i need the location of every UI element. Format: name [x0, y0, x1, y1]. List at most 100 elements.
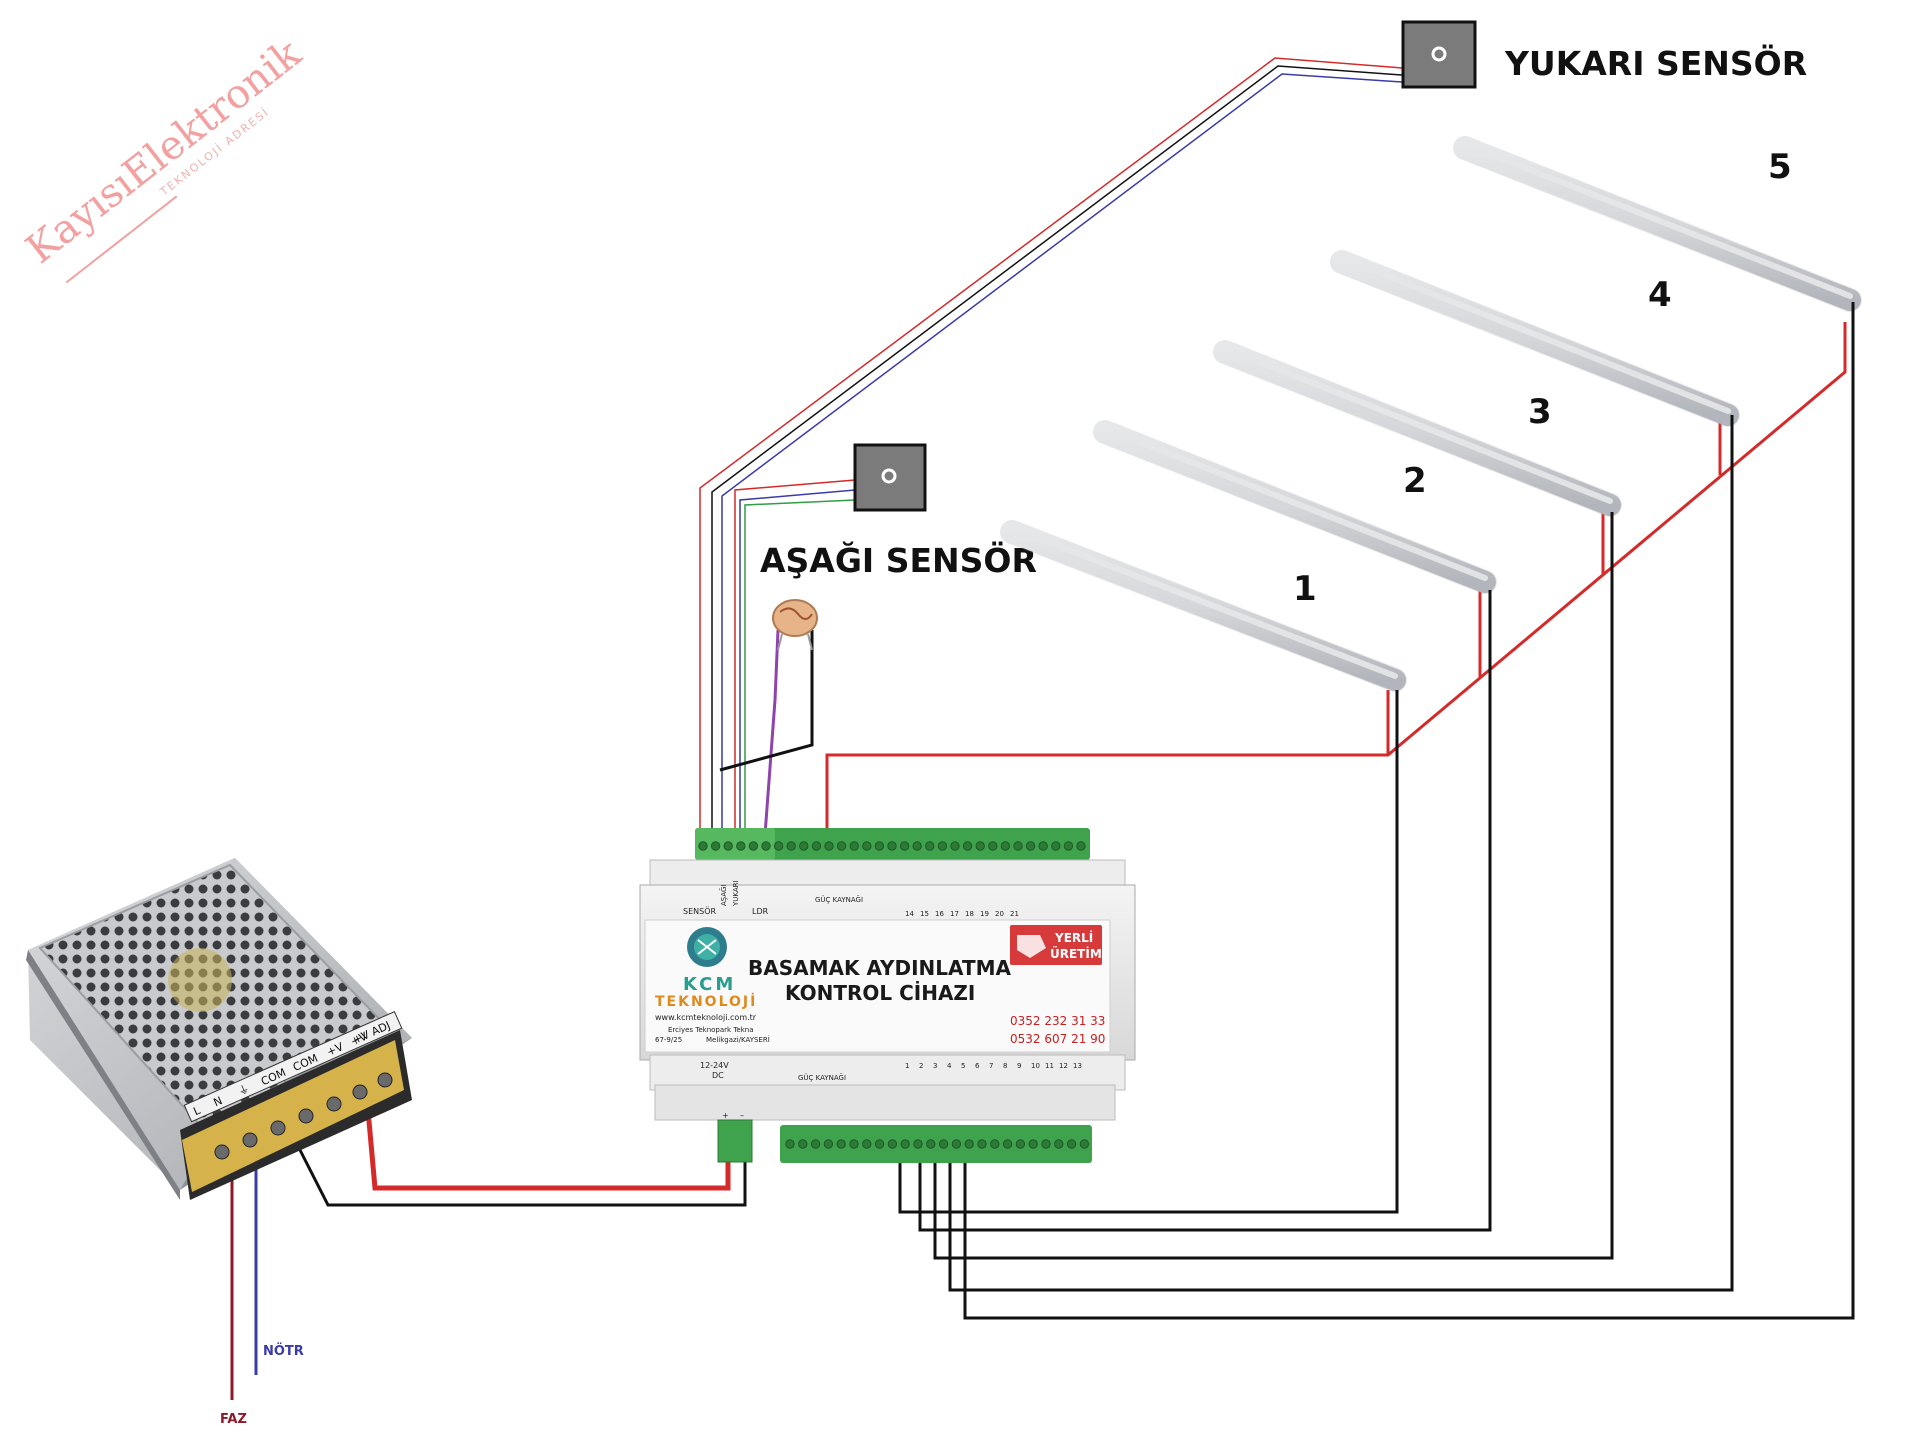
- bottom-channel-label: 5: [961, 1062, 965, 1070]
- terminal-screw: [773, 841, 784, 851]
- led-bar-number: 3: [1528, 392, 1552, 432]
- terminal-screw: [899, 841, 910, 851]
- led-bar-3: 3: [1213, 340, 1622, 517]
- top-channel-label: 20: [995, 910, 1004, 918]
- lower-sensor-wire-red: [734, 479, 856, 830]
- led-bar-number: 4: [1648, 275, 1672, 315]
- address-line2: Melikgazi/KAYSERİ: [706, 1035, 770, 1044]
- brand-sub: TEKNOLOJİ: [655, 993, 757, 1010]
- lower-sensor-wire-green: [744, 499, 856, 830]
- bottom-channel-label: 13: [1073, 1062, 1082, 1070]
- bottom-terminal-screws: [785, 1139, 1090, 1149]
- terminal-screw: [811, 841, 822, 851]
- lower-sensor-wire-blue: [739, 489, 856, 830]
- led-black-wires: [898, 302, 1855, 1320]
- top-channel-label: 17: [950, 910, 959, 918]
- terminal-screw: [975, 841, 985, 851]
- top-label-asagi: AŞAĞI: [719, 884, 728, 906]
- neutral-label: NÖTR: [263, 1343, 304, 1359]
- led-bars: 1 2 3 4 5: [1000, 136, 1862, 692]
- led-bar-number: 2: [1403, 461, 1427, 501]
- terminal-screw: [836, 841, 847, 851]
- terminal-screw: [785, 1139, 795, 1149]
- terminal-screw: [810, 1139, 821, 1149]
- bottom-channel-label: 8: [1003, 1062, 1007, 1070]
- watermark-brand: KayısıElektronik: [18, 30, 310, 273]
- terminal-screw: [736, 841, 746, 851]
- terminal-screw: [913, 1139, 923, 1149]
- bottom-label-power: GÜÇ KAYNAĞI: [798, 1073, 846, 1082]
- lower-sensor-label: AŞAĞI SENSÖR: [760, 540, 1037, 580]
- terminal-screw: [798, 1139, 808, 1149]
- sensor-wire-black: [711, 65, 1403, 830]
- terminal-screw: [862, 1139, 872, 1149]
- device-title-line1: BASAMAK AYDINLATMA: [748, 956, 1011, 980]
- psu-label-ground: ⏚: [236, 1082, 251, 1098]
- terminal-screw: [849, 1139, 859, 1149]
- terminal-screw: [1063, 841, 1074, 851]
- terminal-screw: [799, 841, 809, 851]
- terminal-screw: [990, 1139, 1000, 1149]
- led-bar-1: 1: [1000, 520, 1407, 692]
- bottom-label-voltage: 12-24V: [700, 1061, 729, 1070]
- terminal-screw: [748, 841, 759, 851]
- terminal-screw: [1054, 1139, 1064, 1149]
- upper-sensor: YUKARI SENSÖR: [1401, 20, 1807, 89]
- terminal-screw: [849, 841, 859, 851]
- terminal-screw: [1025, 841, 1036, 851]
- terminal-screw: [938, 1139, 949, 1149]
- led-bar-number: 5: [1768, 147, 1792, 187]
- badge-line2: ÜRETİM: [1050, 946, 1102, 961]
- top-channel-label: 16: [935, 910, 944, 918]
- terminal-screw: [1051, 841, 1061, 851]
- bottom-channel-label: 1: [905, 1062, 909, 1070]
- website: www.kcmteknoloji.com.tr: [655, 1013, 757, 1022]
- terminal-screw: [925, 841, 935, 851]
- terminal-screw: [836, 1139, 846, 1149]
- bottom-label-dc: DC: [712, 1071, 724, 1080]
- terminal-screw: [823, 1139, 834, 1149]
- phone-2: 0532 607 21 90: [1010, 1032, 1105, 1046]
- address-line3: 67-9/25: [655, 1036, 682, 1044]
- brand-name: KCM: [683, 974, 736, 995]
- terminal-screw: [1066, 1139, 1077, 1149]
- terminal-screw: [937, 841, 948, 851]
- top-channel-label: 15: [920, 910, 929, 918]
- ldr-sensor: [719, 599, 818, 836]
- top-label-yukari: YUKARI: [732, 880, 740, 907]
- led-bar-number: 1: [1293, 569, 1317, 609]
- terminal-screw: [887, 841, 897, 851]
- power-supply: L N ⏚ COM COM +V +V +V ADJ: [26, 858, 412, 1200]
- terminal-screw: [862, 841, 872, 851]
- top-terminal-screws: [698, 841, 1086, 851]
- terminal-screw: [710, 841, 721, 851]
- terminal-screw: [824, 841, 834, 851]
- bottom-channel-label: 3: [933, 1062, 937, 1070]
- terminal-screw: [912, 841, 922, 851]
- phase-label: FAZ: [220, 1412, 247, 1427]
- terminal-screw: [951, 1139, 962, 1149]
- bottom-channel-label: 7: [989, 1062, 993, 1070]
- top-channel-label: 19: [980, 910, 989, 918]
- device-title-line2: KONTROL CİHAZI: [785, 981, 975, 1005]
- sensor-wire-red: [699, 57, 1403, 830]
- terminal-screw: [887, 1139, 898, 1149]
- sensor-wires: [699, 57, 1403, 830]
- terminal-screw: [1015, 1139, 1026, 1149]
- mains-wires: [230, 1109, 747, 1400]
- terminal-screw: [1013, 841, 1023, 851]
- terminal-screw: [977, 1139, 987, 1149]
- led-bar-5: 5: [1453, 136, 1862, 312]
- terminal-screw: [1079, 1139, 1090, 1149]
- bottom-channel-label: 4: [947, 1062, 952, 1070]
- terminal-screw: [988, 841, 998, 851]
- bottom-channel-label: 2: [919, 1062, 923, 1070]
- terminal-screw: [1076, 841, 1086, 851]
- sensor-wire-blue: [721, 73, 1403, 830]
- led-bar-2: 2: [1093, 420, 1497, 594]
- terminal-screw: [962, 841, 973, 851]
- psu-terminals: [214, 1072, 393, 1160]
- bottom-channel-label: 9: [1017, 1062, 1021, 1070]
